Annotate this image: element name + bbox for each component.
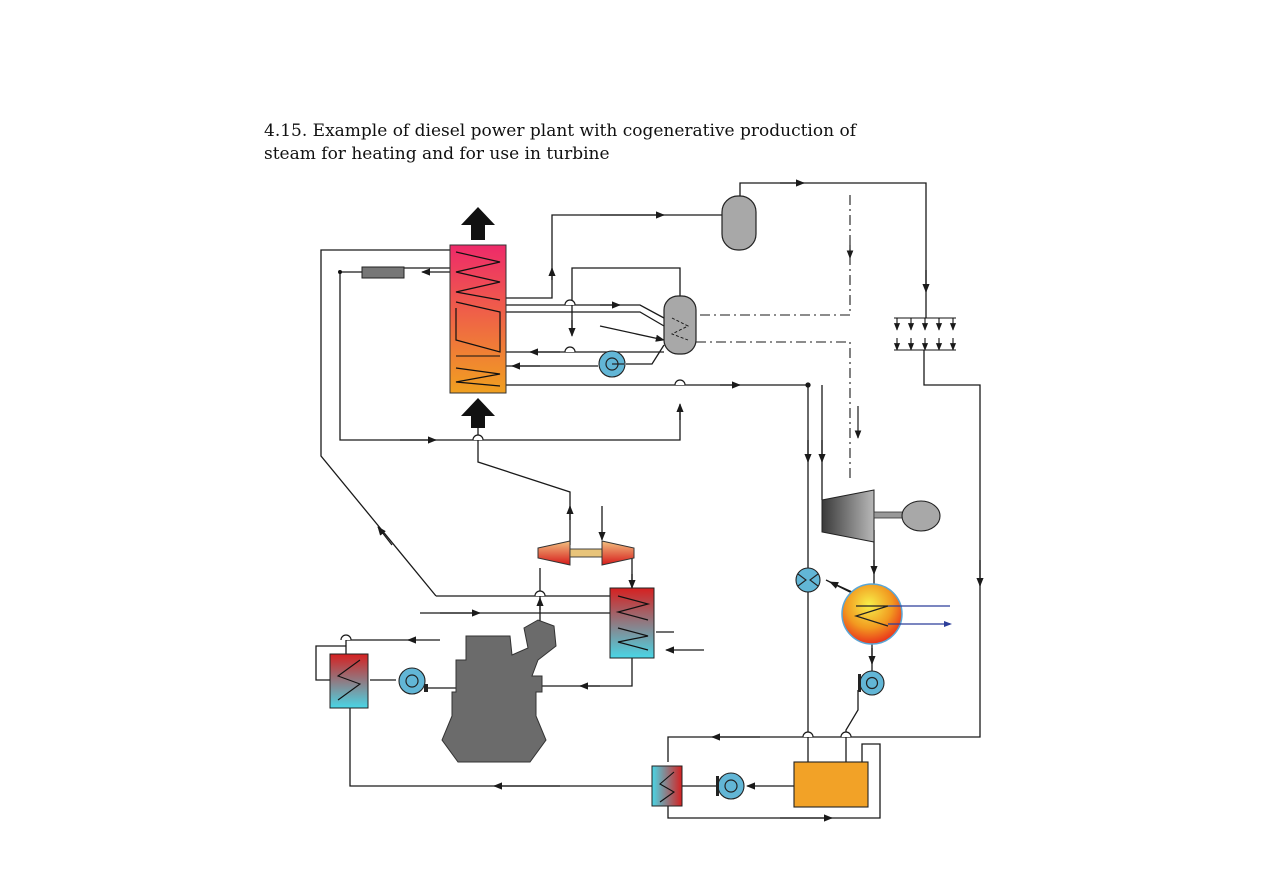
- arrow-sep-down: [599, 325, 665, 342]
- caption-line-2: steam for heating and for use in turbine: [264, 144, 610, 164]
- figure-caption: 4.15. Example of diesel power plant with…: [264, 120, 1024, 166]
- pump-icon: [398, 667, 428, 695]
- heat-exchanger-icon: [651, 765, 683, 807]
- steam-line-to-drum: [506, 214, 722, 299]
- left-hx-loop: [315, 645, 346, 681]
- condenser-icon: [841, 583, 952, 645]
- turbine-shaft: [873, 511, 905, 519]
- junction-dot: [338, 270, 342, 274]
- heat-exchanger-icon: [609, 587, 655, 659]
- caption-line-1: 4.15. Example of diesel power plant with…: [264, 121, 856, 141]
- economizer-icon: [361, 266, 405, 279]
- superheat-line: [506, 384, 809, 570]
- heat-exchanger-icon: [329, 653, 369, 709]
- junction-dot: [805, 382, 811, 388]
- tank-bottom-loop: [667, 743, 881, 819]
- drain-line-2: [696, 341, 851, 478]
- intercooler-line-2: [345, 639, 410, 654]
- arrow-left-riser: [377, 526, 393, 546]
- pump-icon: [716, 772, 745, 800]
- separator-icon: [663, 295, 697, 355]
- engine-icon: [441, 619, 557, 763]
- left-riser-line: [320, 249, 450, 597]
- tank-icon: [793, 761, 869, 808]
- pump-icon: [858, 670, 885, 696]
- arrow-up-icon: [461, 398, 495, 428]
- economizer-return: [339, 271, 681, 441]
- return-line-consumers: [667, 350, 981, 762]
- drum-icon: [721, 195, 757, 251]
- pump-icon: [598, 350, 626, 378]
- separator-down: [506, 311, 665, 327]
- heating-consumers-icon: [893, 317, 957, 351]
- generator-icon: [901, 500, 941, 532]
- heat-recovery-boiler: [449, 244, 507, 394]
- steam-turbine-icon: [821, 489, 875, 543]
- pump-to-tank: [845, 690, 859, 762]
- separator-to-pump: [626, 344, 665, 365]
- arrow-cond-valve: [829, 581, 853, 593]
- steam-line-to-consumers: [739, 182, 927, 318]
- boiler-to-separator-1: [506, 304, 665, 319]
- drain-line-1: [696, 195, 851, 316]
- arrow-up-icon: [461, 207, 495, 240]
- valve-icon: [795, 567, 821, 593]
- exhaust-to-boiler: [477, 420, 571, 545]
- engine-to-intercooler: [540, 658, 633, 687]
- turbocharger-icon: [537, 540, 635, 566]
- line-crossings: [340, 299, 852, 738]
